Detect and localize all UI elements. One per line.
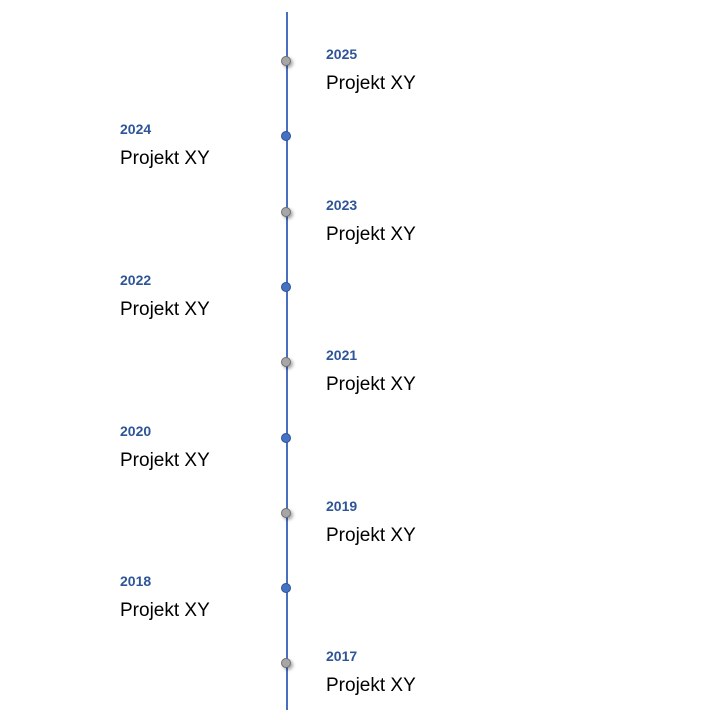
timeline-marker (281, 658, 291, 668)
event-year: 2025 (326, 46, 358, 62)
event-label: Projekt XY (326, 675, 416, 696)
timeline-marker (281, 583, 291, 593)
timeline-marker (281, 357, 291, 367)
event-label: Projekt XY (120, 450, 210, 471)
event-year: 2021 (326, 347, 358, 363)
event-year: 2022 (120, 272, 152, 288)
event-label: Projekt XY (326, 525, 416, 546)
timeline-marker (281, 508, 291, 518)
timeline-marker (281, 433, 291, 443)
event-year: 2018 (120, 573, 152, 589)
event-year: 2019 (326, 498, 358, 514)
event-label: Projekt XY (120, 148, 210, 169)
event-year: 2023 (326, 197, 358, 213)
event-label: Projekt XY (326, 374, 416, 395)
event-label: Projekt XY (120, 299, 210, 320)
timeline-marker (281, 56, 291, 66)
event-label: Projekt XY (326, 224, 416, 245)
timeline-marker (281, 207, 291, 217)
event-year: 2020 (120, 423, 152, 439)
event-label: Projekt XY (120, 600, 210, 621)
timeline-marker (281, 282, 291, 292)
timeline-marker (281, 131, 291, 141)
event-label: Projekt XY (326, 73, 416, 94)
event-year: 2017 (326, 648, 358, 664)
event-year: 2024 (120, 121, 152, 137)
